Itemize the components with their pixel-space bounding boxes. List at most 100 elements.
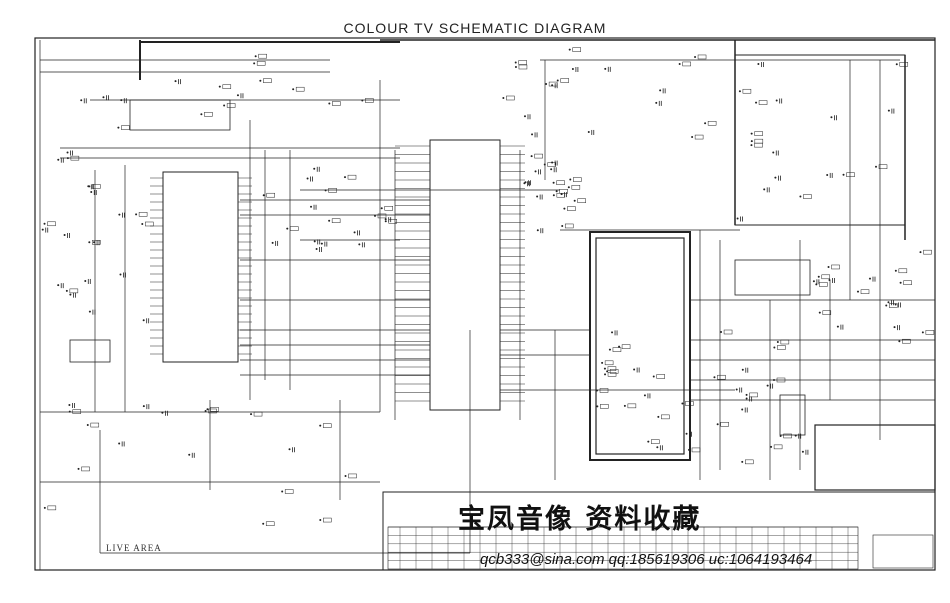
junction-dot xyxy=(776,341,779,344)
bold-loop-inner xyxy=(595,237,685,455)
junction-dot xyxy=(90,191,93,194)
junction-dot xyxy=(551,84,554,87)
junction-dot xyxy=(655,101,658,104)
junction-dot xyxy=(200,113,203,116)
resistor xyxy=(506,95,515,101)
junction-dot xyxy=(93,241,96,244)
junction-dot xyxy=(555,190,558,193)
junction-dot xyxy=(596,389,599,392)
resistor xyxy=(92,184,101,189)
resistor xyxy=(661,414,670,420)
junction-dot xyxy=(738,90,741,93)
resistor xyxy=(290,226,299,231)
junction-dot xyxy=(552,181,555,184)
resistor xyxy=(697,54,707,60)
junction-dot xyxy=(68,410,71,413)
junction-dot xyxy=(119,273,122,276)
junction-dot xyxy=(571,68,574,71)
junction-dot xyxy=(763,188,766,191)
junction-dot xyxy=(560,193,563,196)
collection-text: 宝凤音像 资料收藏 xyxy=(458,504,702,535)
junction-dot xyxy=(736,217,739,220)
junction-dot xyxy=(887,301,890,304)
resistor xyxy=(776,377,786,383)
junction-dot xyxy=(536,229,539,232)
resistor xyxy=(253,411,263,417)
junction-dot xyxy=(750,144,753,147)
resistor xyxy=(222,84,232,89)
junction-dot xyxy=(815,283,818,286)
junction-dot xyxy=(885,304,888,307)
live-area-label: LIVE AREA xyxy=(106,543,162,553)
junction-dot xyxy=(344,474,347,477)
junction-dot xyxy=(253,62,256,65)
contact-watermark: qcb333@sina.com qq:185619306 uc:10641934… xyxy=(480,551,813,568)
resistor xyxy=(745,459,754,465)
junction-dot xyxy=(552,194,555,197)
junction-dot xyxy=(142,405,145,408)
resistor xyxy=(685,401,694,406)
junction-dot xyxy=(319,424,322,427)
junction-dot xyxy=(306,177,309,180)
resistor xyxy=(208,408,217,414)
junction-dot xyxy=(57,284,60,287)
junction-dot xyxy=(117,126,120,129)
resistor xyxy=(607,372,617,377)
junction-dot xyxy=(603,367,606,370)
junction-dot xyxy=(812,280,815,283)
ic-left xyxy=(162,171,239,363)
junction-dot xyxy=(41,228,44,231)
resistor xyxy=(69,288,79,294)
junction-dot xyxy=(68,403,71,406)
junction-dot xyxy=(899,281,902,284)
junction-dot xyxy=(271,241,274,244)
junction-dot xyxy=(328,102,331,105)
junction-dot xyxy=(794,434,797,437)
junction-dot xyxy=(358,243,361,246)
junction-dot xyxy=(223,104,226,107)
resistor xyxy=(265,521,275,526)
junction-dot xyxy=(66,151,69,154)
junction-dot xyxy=(142,319,145,322)
resistor xyxy=(754,131,763,136)
junction-dot xyxy=(380,207,383,210)
resistor xyxy=(266,192,275,198)
resistor xyxy=(81,466,90,472)
junction-dot xyxy=(315,248,318,251)
title-box xyxy=(872,534,934,569)
junction-dot xyxy=(657,415,660,418)
junction-dot xyxy=(569,178,572,181)
resistor xyxy=(210,407,219,412)
resistor xyxy=(145,221,154,227)
junction-dot xyxy=(77,467,80,470)
resistor xyxy=(384,206,393,211)
resistor xyxy=(612,347,622,352)
resistor xyxy=(773,444,783,450)
resistor xyxy=(332,101,341,106)
junction-dot xyxy=(135,213,138,216)
resistor xyxy=(902,338,911,344)
resistor xyxy=(518,64,528,70)
resistor xyxy=(682,61,691,67)
junction-dot xyxy=(779,434,782,437)
junction-dot xyxy=(567,186,570,189)
junction-dot xyxy=(262,522,265,525)
junction-dot xyxy=(102,96,105,99)
junction-dot xyxy=(817,275,820,278)
resistor xyxy=(780,339,790,345)
junction-dot xyxy=(250,413,253,416)
resistor xyxy=(226,103,236,108)
junction-dot xyxy=(659,89,662,92)
junction-dot xyxy=(545,83,548,86)
junction-dot xyxy=(894,303,897,306)
resistor xyxy=(656,374,665,379)
junction-dot xyxy=(320,242,323,245)
junction-dot xyxy=(875,165,878,168)
junction-dot xyxy=(604,67,607,70)
junction-dot xyxy=(818,311,821,314)
title-block xyxy=(382,491,936,571)
resistor xyxy=(90,422,100,428)
diagram-title: COLOUR TV SCHEMATIC DIAGRAM xyxy=(343,20,607,36)
transformer xyxy=(779,394,806,436)
